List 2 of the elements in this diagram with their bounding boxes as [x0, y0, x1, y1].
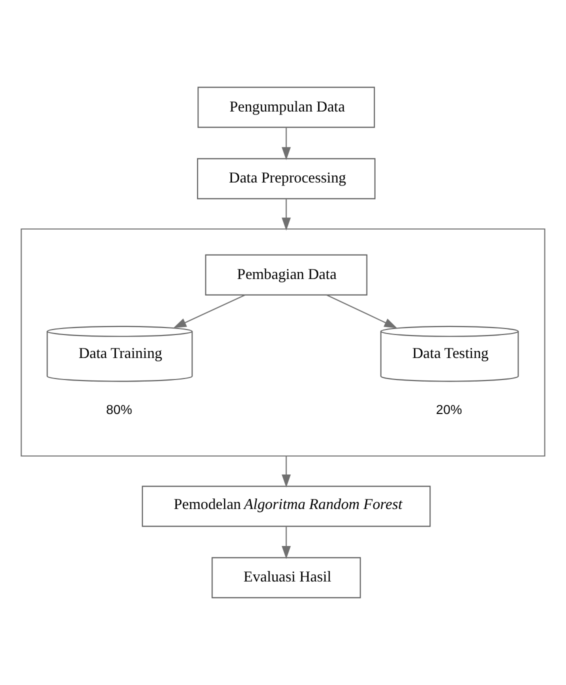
- node-label: 20%: [436, 402, 462, 417]
- node-label: 80%: [106, 402, 132, 417]
